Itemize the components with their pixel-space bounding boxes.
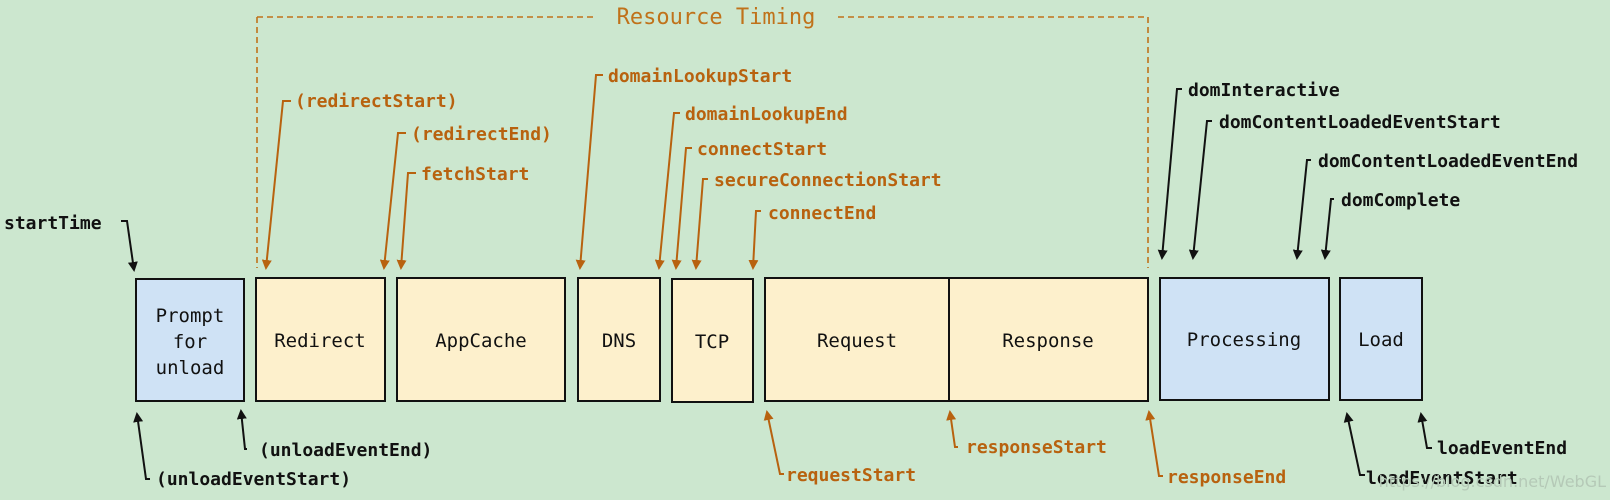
label-response-end: responseEnd [1167,467,1286,488]
label-unload-event-end: (unloadEventEnd) [259,440,432,461]
label-connect-end: connectEnd [768,203,876,224]
resource-timing-arrows [261,74,1163,477]
label-redirect-end: (redirectEnd) [411,124,552,145]
phase-dns: DNS [577,277,661,402]
label-connect-start: connectStart [697,139,827,160]
phase-tcp: TCP [671,278,754,403]
phase-redirect: Redirect [255,277,386,402]
label-dom-complete: domComplete [1341,190,1460,211]
label-dom-interactive: domInteractive [1188,80,1340,101]
label-redirect-start: (redirectStart) [295,91,458,112]
resource-timing-bracket [256,16,1149,268]
phase-request-label: Request [817,330,897,352]
phase-appcache-label: AppCache [435,330,527,352]
phase-prompt-line-1: Prompt [156,305,225,327]
phase-tcp-label: TCP [695,331,729,353]
label-fetch-start: fetchStart [421,164,529,185]
phase-response-label: Response [1002,330,1094,352]
label-secure-connection-start: secureConnectionStart [714,170,942,191]
label-domain-lookup-start: domainLookupStart [608,66,792,87]
phase-processing-label: Processing [1187,329,1301,351]
navigation-timing-arrows [121,88,1432,480]
phase-request: Request [764,277,950,402]
phase-load: Load [1339,277,1423,401]
watermark-text: https://blog.csdn.net/WebGL [1379,472,1606,491]
label-load-event-start: loadEventStart [1366,468,1518,489]
label-dom-content-loaded-event-start: domContentLoadedEventStart [1219,112,1501,133]
phase-response: Response [948,277,1149,402]
phase-prompt-line-3: unload [156,357,225,379]
resource-timing-title: Resource Timing [617,5,816,30]
phase-prompt-for-unload: Prompt for unload [135,278,245,402]
phase-appcache: AppCache [396,277,566,402]
phase-redirect-label: Redirect [274,330,366,352]
label-request-start: requestStart [786,465,916,486]
phase-dns-label: DNS [602,330,636,352]
label-domain-lookup-end: domainLookupEnd [685,104,848,125]
label-unload-event-start: (unloadEventStart) [156,469,351,490]
label-start-time: startTime [4,213,102,234]
label-load-event-end: loadEventEnd [1437,438,1567,459]
phase-processing: Processing [1159,277,1330,401]
label-dom-content-loaded-event-end: domContentLoadedEventEnd [1318,151,1578,172]
phase-load-label: Load [1358,329,1404,351]
label-response-start: responseStart [966,437,1107,458]
phase-prompt-line-2: for [173,331,207,353]
